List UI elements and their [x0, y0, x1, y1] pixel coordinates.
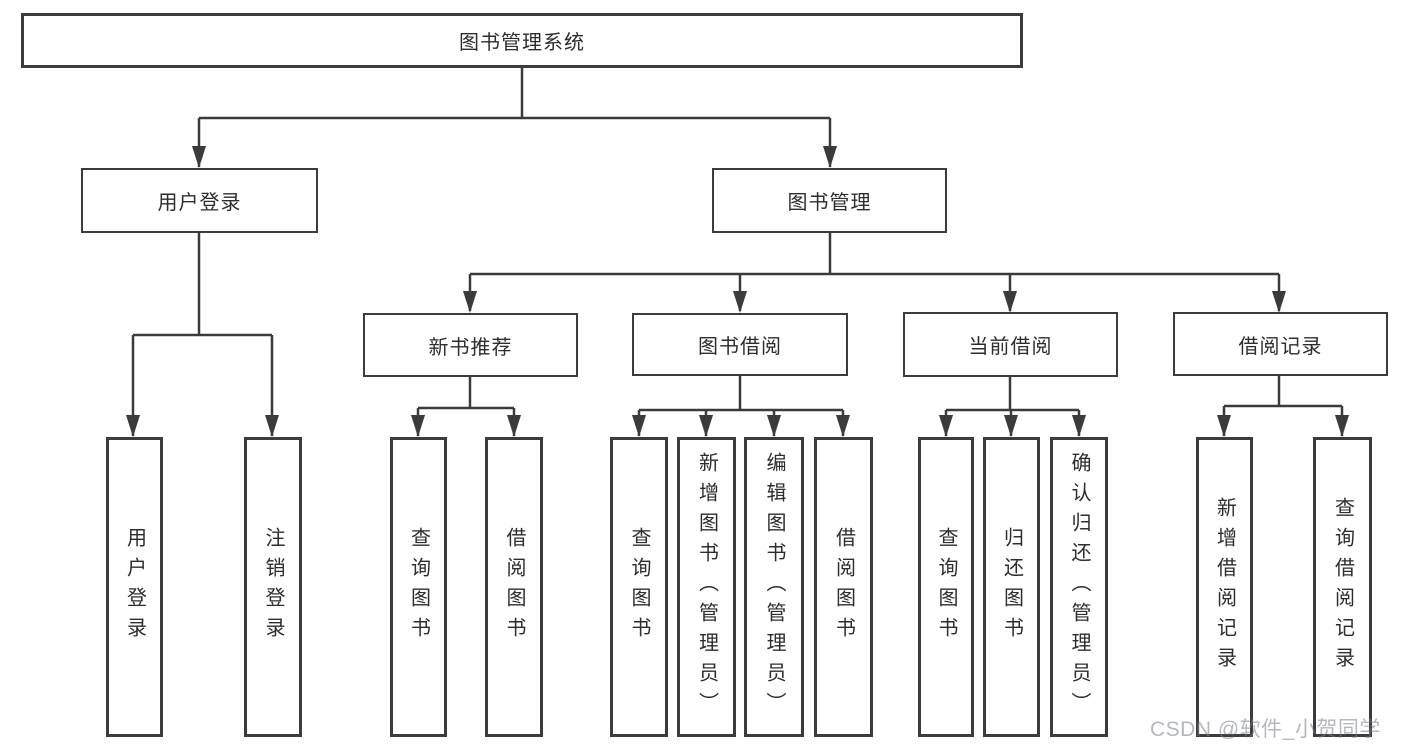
arrowhead — [1004, 415, 1018, 437]
connector-book-mgmt-children — [468, 233, 1281, 311]
leaf-user-login: 用户登录 — [106, 437, 163, 737]
node-label: 确认归还（管理员） — [1068, 452, 1090, 722]
arrowhead — [265, 415, 279, 437]
arrowhead — [1072, 415, 1086, 437]
arrowhead — [411, 415, 425, 437]
connector-new-book-children — [416, 377, 516, 436]
csdn-watermark: CSDN @软件_小贺同学 — [1150, 718, 1381, 741]
node-label: 借阅图书 — [503, 527, 525, 647]
connector-book-borrow-children — [637, 376, 845, 436]
arrowhead — [507, 415, 521, 437]
node-label: 查询图书 — [407, 527, 430, 647]
node-new-book-recommend: 新书推荐 — [363, 313, 578, 377]
leaf-query-books-3: 查询图书 — [918, 437, 974, 737]
arrowhead — [1003, 291, 1017, 313]
node-label: 借阅记录 — [1238, 335, 1323, 358]
node-label: 查询图书 — [628, 527, 650, 647]
node-label: 图书管理系统 — [459, 32, 585, 54]
node-label: 查询图书 — [935, 527, 957, 647]
arrowhead — [823, 146, 837, 168]
node-label: 图书借阅 — [698, 336, 782, 358]
node-label: 查询借阅记录 — [1331, 497, 1354, 677]
arrowhead — [1217, 415, 1231, 437]
node-label: 新增图书（管理员） — [695, 452, 718, 722]
arrowhead — [126, 415, 140, 437]
arrowhead — [767, 415, 781, 437]
connector-borrow-records-children — [1222, 376, 1344, 436]
node-label: 用户登录 — [157, 192, 242, 214]
node-label: 注销登录 — [262, 527, 284, 647]
node-label: 新书推荐 — [428, 336, 513, 359]
leaf-confirm-return-admin: 确认归还（管理员） — [1050, 437, 1108, 737]
arrowhead — [1335, 415, 1349, 437]
leaf-borrow-books-2: 借阅图书 — [814, 437, 873, 737]
leaf-query-borrow-record: 查询借阅记录 — [1313, 437, 1372, 737]
node-book-management: 图书管理 — [712, 168, 947, 233]
arrowhead — [632, 415, 646, 437]
leaf-add-book-admin: 新增图书（管理员） — [677, 437, 736, 737]
arrowhead — [192, 146, 206, 168]
arrowhead — [463, 291, 477, 313]
node-borrow-records: 借阅记录 — [1173, 312, 1388, 376]
node-book-borrow: 图书借阅 — [632, 313, 848, 376]
arrowhead — [1272, 291, 1286, 313]
node-label: 编辑图书（管理员） — [763, 452, 785, 722]
node-label: 当前借阅 — [968, 336, 1053, 358]
leaf-query-books-1: 查询图书 — [390, 437, 447, 737]
node-label: 图书管理 — [787, 192, 872, 214]
node-label: 借阅图书 — [832, 527, 855, 647]
leaf-add-borrow-record: 新增借阅记录 — [1196, 437, 1253, 737]
leaf-edit-book-admin: 编辑图书（管理员） — [744, 437, 804, 737]
node-label: 用户登录 — [123, 527, 146, 647]
node-user-login: 用户登录 — [81, 168, 318, 233]
node-label: 新增借阅记录 — [1213, 497, 1236, 677]
connector-user-login-children — [131, 233, 274, 436]
node-root-system: 图书管理系统 — [21, 13, 1023, 68]
arrowhead — [939, 415, 953, 437]
leaf-query-books-2: 查询图书 — [610, 437, 668, 737]
arrowhead — [699, 415, 713, 437]
arrowhead — [733, 291, 747, 313]
node-current-borrow: 当前借阅 — [903, 312, 1118, 377]
leaf-return-book: 归还图书 — [983, 437, 1040, 737]
connector-root-to-level2 — [197, 68, 832, 167]
arrowhead — [836, 415, 850, 437]
node-label: 归还图书 — [1000, 527, 1023, 647]
leaf-borrow-books-1: 借阅图书 — [485, 437, 543, 737]
leaf-logout: 注销登录 — [244, 437, 302, 737]
